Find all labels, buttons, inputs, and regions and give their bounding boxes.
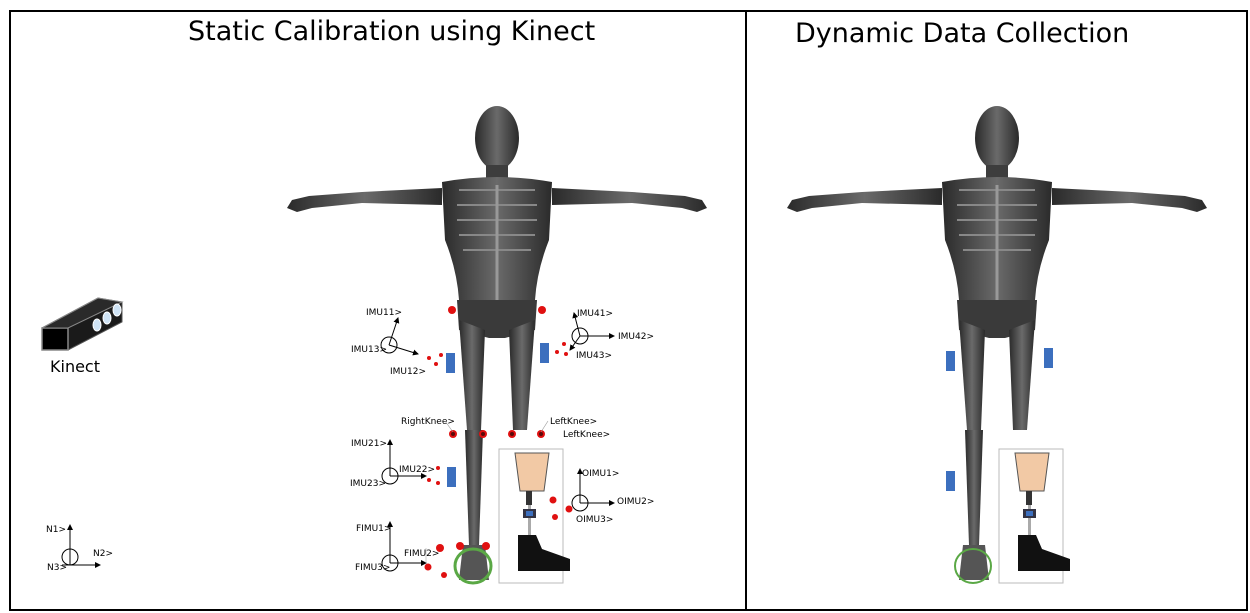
sensor-imu4 [540, 343, 549, 363]
kinect-device-icon [42, 298, 122, 350]
label-left-knee-2: LeftKnee> [563, 430, 610, 440]
label-imu43: IMU43> [576, 351, 612, 361]
sensor-right-panel-1 [946, 351, 955, 371]
label-oimu3: OIMU3> [576, 515, 613, 525]
sensor-imu2 [447, 467, 456, 487]
label-imu21: IMU21> [351, 439, 387, 449]
label-n1: N1> [46, 525, 66, 535]
label-imu13: IMU13> [351, 345, 387, 355]
label-oimu1: OIMU1> [582, 469, 619, 479]
frame-n [62, 525, 100, 565]
kinect-label: Kinect [50, 357, 100, 376]
frame-imu2 [382, 440, 426, 484]
label-imu12: IMU12> [390, 367, 426, 377]
label-imu23: IMU23> [350, 479, 386, 489]
label-fimu2: FIMU2> [404, 549, 439, 559]
sensor-imu1 [446, 353, 455, 373]
label-n2: N2> [93, 549, 113, 559]
label-left-knee-1: LeftKnee> [550, 417, 597, 427]
label-imu42: IMU42> [618, 332, 654, 342]
label-fimu1: FIMU1> [356, 524, 391, 534]
label-n3: N3> [47, 563, 67, 573]
label-imu22: IMU22> [399, 465, 435, 475]
sensor-right-panel-3 [946, 471, 955, 491]
label-imu11: IMU11> [366, 308, 402, 318]
label-oimu2: OIMU2> [617, 497, 654, 507]
sensor-right-panel-2 [1044, 348, 1053, 368]
label-imu41: IMU41> [577, 309, 613, 319]
label-right-knee: RightKnee> [401, 417, 455, 427]
label-fimu3: FIMU3> [355, 563, 390, 573]
